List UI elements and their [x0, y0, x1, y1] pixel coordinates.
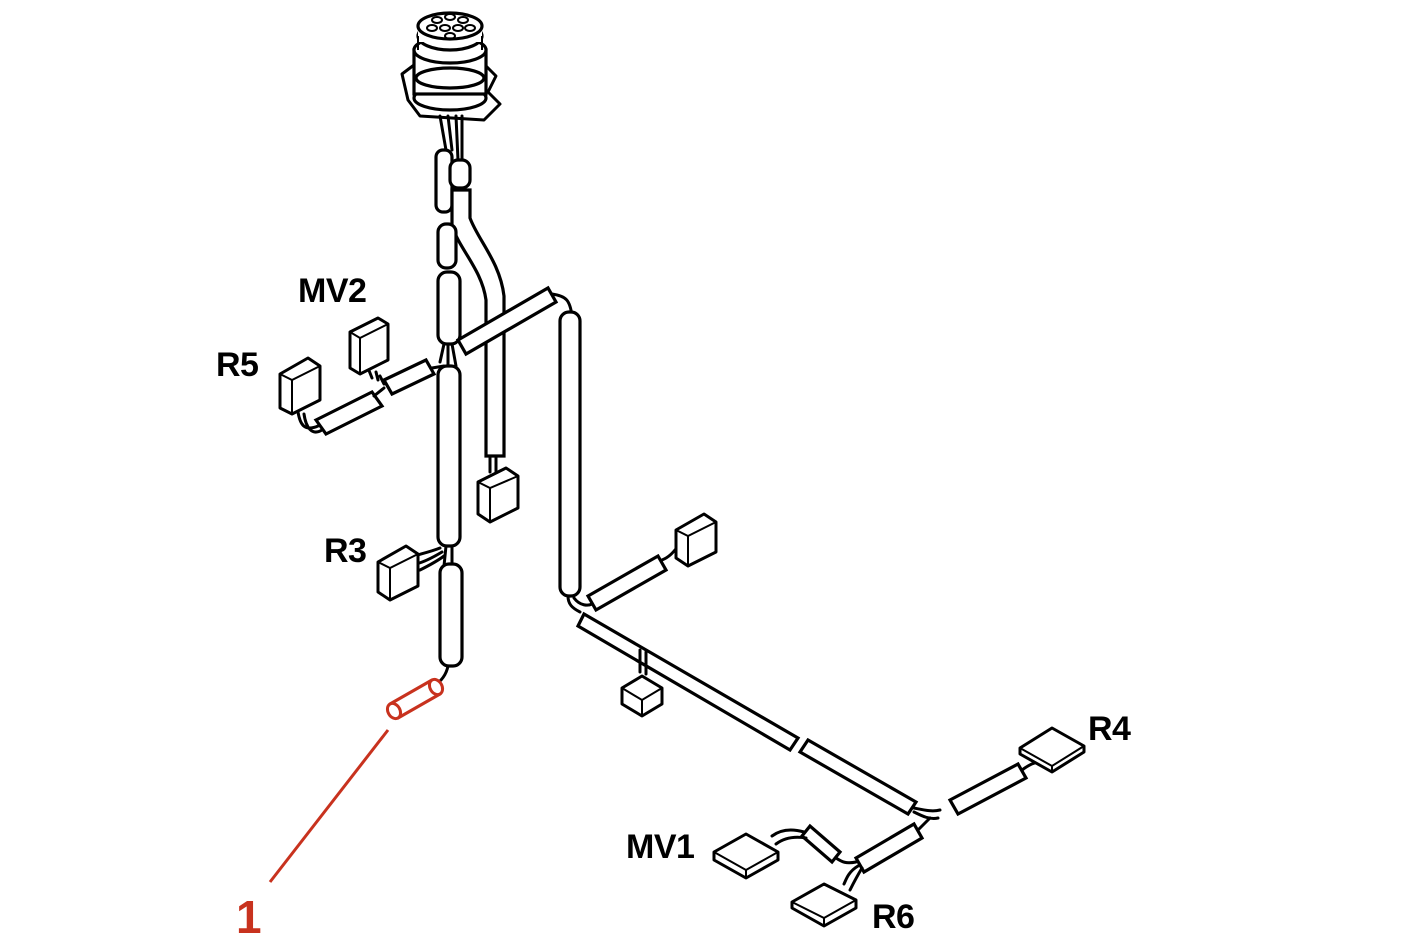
callout-1-leader	[268, 729, 390, 883]
r5-connector	[278, 356, 322, 416]
lower-right-harness	[566, 512, 1086, 928]
label-r6: R6	[872, 898, 915, 936]
mv1-connector	[712, 832, 780, 880]
callout-1-part	[268, 677, 445, 883]
label-mv1: MV1	[626, 828, 695, 866]
upper-trunk	[434, 148, 506, 458]
upper-cross-branch	[455, 285, 582, 598]
label-r5: R5	[216, 346, 259, 384]
mv2-connector	[348, 316, 390, 376]
main-connector	[400, 11, 502, 162]
r6-connector	[790, 882, 858, 928]
r4-connector	[1018, 726, 1086, 774]
label-r4: R4	[1088, 710, 1131, 748]
callout-1-label: 1	[236, 891, 262, 943]
label-mv2: MV2	[298, 272, 367, 310]
upper-right-connector	[476, 454, 520, 524]
side-connector	[674, 512, 718, 568]
label-r3: R3	[324, 532, 367, 570]
r5-mv2-branch	[278, 316, 446, 437]
small-cube-connector	[620, 674, 664, 718]
r3-branch	[376, 544, 446, 602]
connector-pins	[426, 13, 476, 40]
left-trunk	[432, 364, 464, 688]
